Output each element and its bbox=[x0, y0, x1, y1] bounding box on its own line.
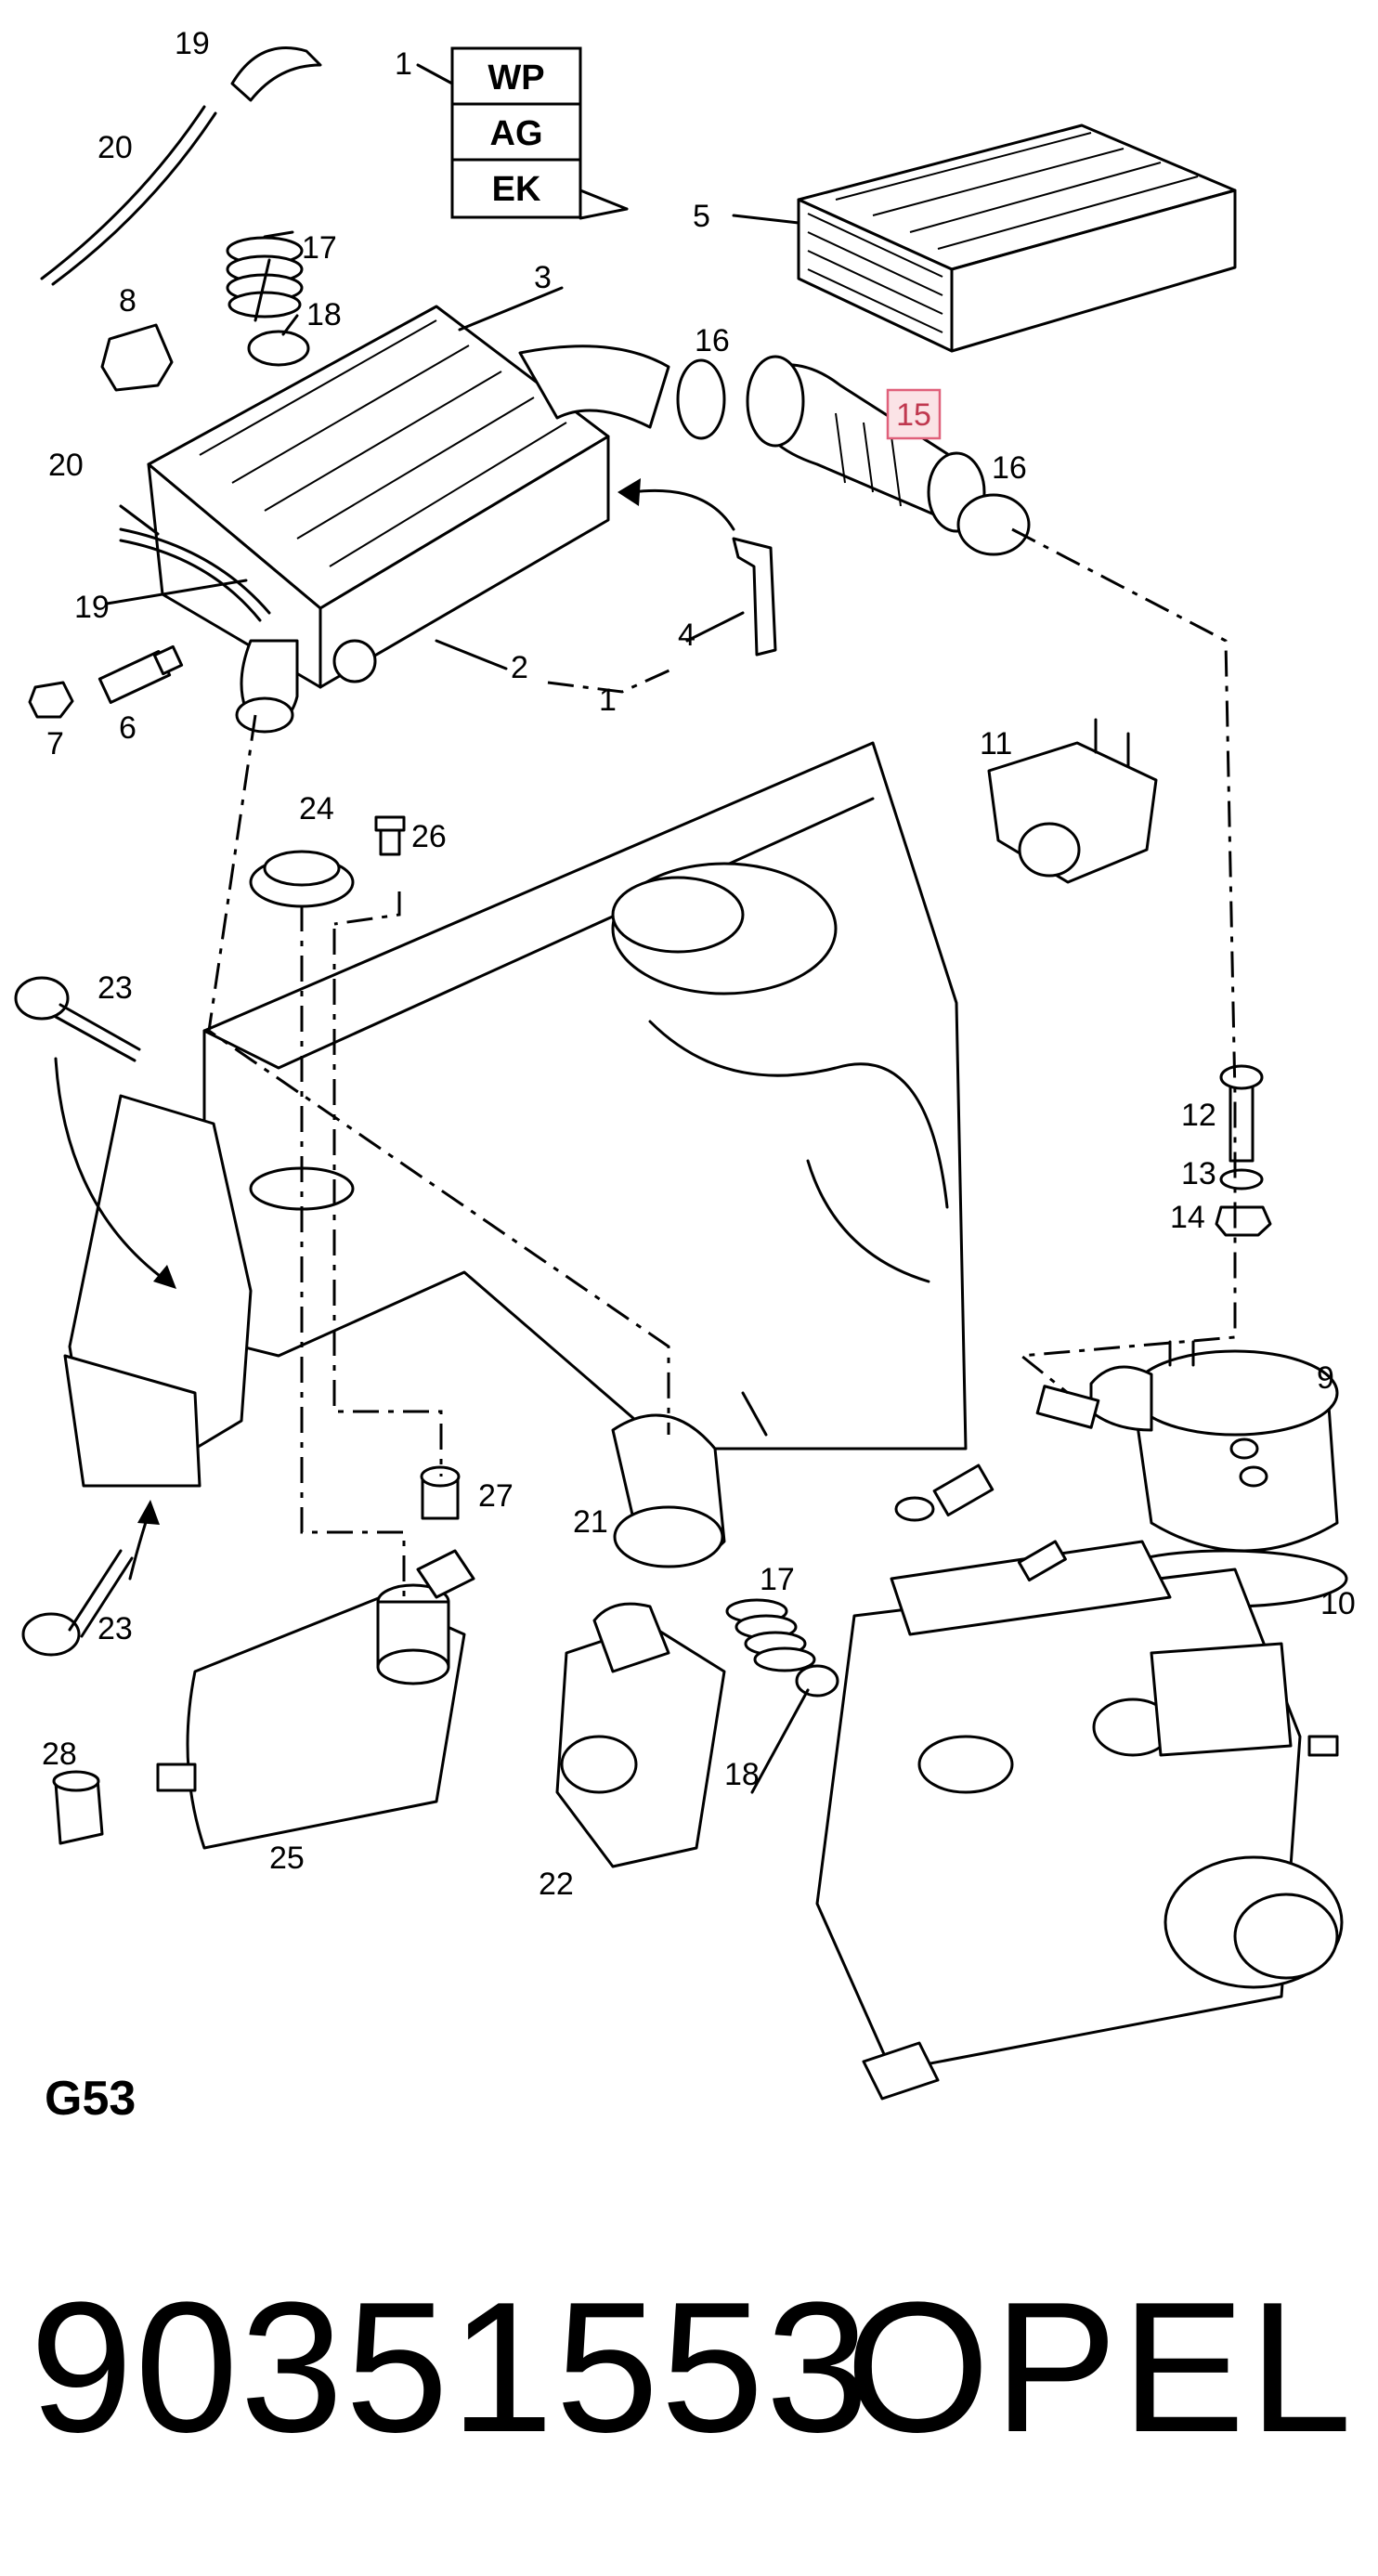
callout-23b: 23 bbox=[98, 1611, 133, 1646]
callout-26: 26 bbox=[411, 819, 447, 854]
callout-3: 3 bbox=[534, 260, 552, 295]
screw-26 bbox=[374, 815, 406, 856]
hose-spring-lower bbox=[725, 1598, 816, 1672]
callout-15-highlight: 15 bbox=[886, 388, 942, 440]
callout-18b: 18 bbox=[724, 1757, 760, 1792]
callout-8: 8 bbox=[119, 283, 136, 319]
callout-10: 10 bbox=[1320, 1586, 1356, 1621]
grommet-24 bbox=[249, 850, 355, 908]
callout-5: 5 bbox=[693, 199, 710, 234]
callout-1: 1 bbox=[395, 46, 412, 82]
retaining-clip bbox=[732, 537, 777, 657]
callout-12: 12 bbox=[1181, 1098, 1216, 1133]
hose-clamp-lower bbox=[795, 1664, 839, 1698]
bolt-lower bbox=[21, 1549, 134, 1657]
hose-left bbox=[119, 527, 271, 615]
callout-19a: 19 bbox=[175, 26, 210, 61]
resonator-box bbox=[156, 1549, 475, 1850]
temperature-sensor bbox=[98, 644, 184, 704]
air-filter-element bbox=[732, 124, 1237, 353]
callout-24: 24 bbox=[299, 791, 334, 826]
nut bbox=[28, 681, 74, 719]
hose-clamp-16-right bbox=[956, 493, 1031, 556]
vacuum-hose bbox=[40, 46, 322, 286]
intake-manifold bbox=[815, 1540, 1344, 2101]
intake-snorkel bbox=[555, 1602, 726, 1868]
bolt-upper bbox=[14, 976, 141, 1062]
callout-16a: 16 bbox=[695, 323, 730, 358]
callout-23a: 23 bbox=[98, 970, 133, 1006]
callout-27: 27 bbox=[478, 1478, 514, 1514]
brand-name: OPEL bbox=[845, 2264, 1356, 2471]
callout-18a: 18 bbox=[306, 297, 342, 332]
hose-spring-top bbox=[226, 236, 304, 319]
air-duct-21 bbox=[611, 1413, 726, 1568]
legend-wp: WP bbox=[488, 59, 544, 98]
hose-clamp-16-left bbox=[676, 358, 726, 440]
part-number: 90351553 bbox=[30, 2264, 871, 2471]
callout-1b: 1 bbox=[599, 683, 617, 718]
callout-15: 15 bbox=[896, 397, 931, 433]
grommet bbox=[100, 323, 174, 392]
inner-fender bbox=[63, 1094, 253, 1488]
callout-4: 4 bbox=[678, 618, 696, 653]
callout-9: 9 bbox=[1317, 1360, 1334, 1396]
callout-13: 13 bbox=[1181, 1156, 1216, 1191]
air-cleaner-upper bbox=[1035, 1340, 1339, 1553]
callout-17a: 17 bbox=[302, 230, 337, 266]
callout-20a: 20 bbox=[98, 130, 133, 165]
callout-21: 21 bbox=[573, 1504, 608, 1540]
intake-hose bbox=[746, 355, 986, 533]
callout-2: 2 bbox=[511, 650, 528, 685]
bolt-12 bbox=[1219, 1064, 1264, 1163]
engine-bay-panel bbox=[202, 741, 968, 1451]
diagram-code: G53 bbox=[45, 2072, 136, 2126]
nut-14 bbox=[1215, 1205, 1272, 1237]
legend-table: WP AG EK bbox=[416, 46, 629, 220]
callout-25: 25 bbox=[269, 1841, 305, 1876]
callout-16b: 16 bbox=[992, 450, 1027, 486]
callout-28: 28 bbox=[42, 1737, 77, 1772]
sensor-plugs bbox=[894, 1464, 1339, 1757]
callout-7: 7 bbox=[46, 726, 64, 761]
leader-lines bbox=[105, 230, 810, 1794]
intake-sensor bbox=[987, 718, 1158, 884]
callout-19b: 19 bbox=[74, 590, 110, 625]
callout-11: 11 bbox=[980, 726, 1012, 761]
bush bbox=[52, 1770, 104, 1845]
callout-17b: 17 bbox=[760, 1562, 795, 1597]
callouts: 1 1 2 3 4 5 6 7 8 9 10 11 12 13 14 15 16… bbox=[42, 26, 1356, 1902]
callout-14: 14 bbox=[1170, 1200, 1205, 1235]
legend-ag: AG bbox=[490, 114, 543, 153]
assembly-lines bbox=[207, 527, 1237, 1597]
legend-ek: EK bbox=[492, 170, 541, 209]
callout-22: 22 bbox=[539, 1867, 574, 1902]
air-cleaner-housing bbox=[147, 305, 670, 734]
callout-20b: 20 bbox=[48, 448, 84, 483]
hose-clamp-top bbox=[247, 330, 310, 367]
washer-13 bbox=[1219, 1168, 1264, 1190]
callout-6: 6 bbox=[119, 710, 136, 746]
